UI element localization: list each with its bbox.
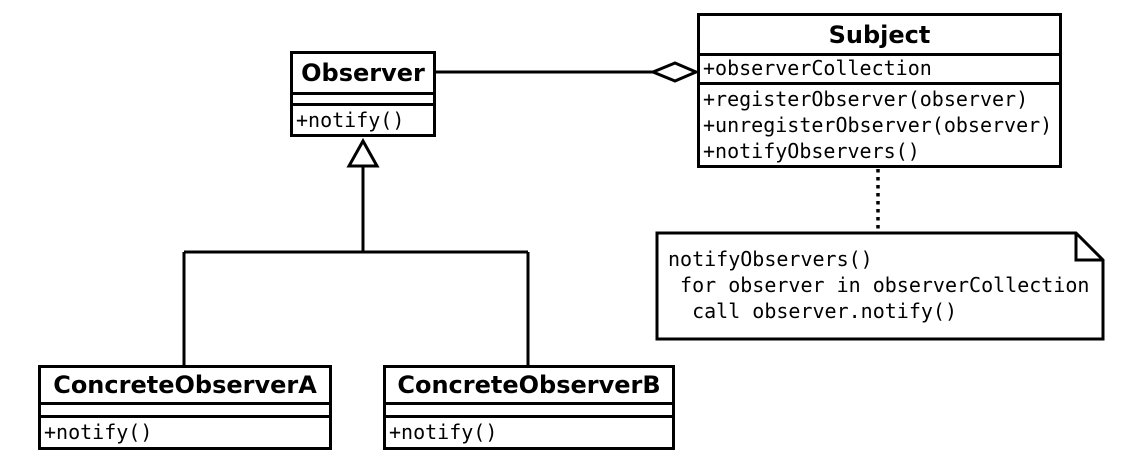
class-methods-concrete-observer-b: +notify(): [386, 415, 672, 447]
class-methods-subject: +registerObserver(observer) +unregisterO…: [700, 82, 1059, 165]
uml-note: [655, 231, 1105, 341]
class-box-subject: Subject +observerCollection +registerObs…: [697, 13, 1062, 168]
class-methods-concrete-observer-a: +notify(): [41, 415, 329, 447]
class-name-observer: Observer: [301, 59, 425, 87]
note-outline: [655, 231, 1105, 341]
class-box-concrete-observer-b: ConcreteObserverB +notify(): [383, 365, 675, 450]
class-attributes-concrete-observer-b: [386, 402, 672, 415]
class-attributes-concrete-observer-a: [41, 402, 329, 415]
class-name-concrete-observer-b: ConcreteObserverB: [397, 371, 661, 399]
class-name-subject: Subject: [828, 20, 931, 49]
class-attributes-observer: [293, 92, 433, 103]
aggregation-diamond-icon: [649, 61, 700, 83]
class-box-observer: Observer +notify(): [290, 51, 436, 137]
class-name-concrete-observer-a: ConcreteObserverA: [53, 371, 317, 399]
aggregation-connector: [436, 61, 700, 83]
note-text: notifyObservers() for observer in observ…: [668, 247, 1090, 323]
generalization-triangle-icon: [346, 137, 380, 168]
class-methods-observer: +notify(): [293, 103, 433, 134]
note-folded-corner-icon: [1074, 233, 1103, 262]
class-box-concrete-observer-a: ConcreteObserverA +notify(): [38, 365, 332, 450]
class-attributes-subject: +observerCollection: [700, 53, 1059, 82]
generalization-connector: [182, 137, 530, 365]
generalization-lines: [182, 167, 530, 365]
